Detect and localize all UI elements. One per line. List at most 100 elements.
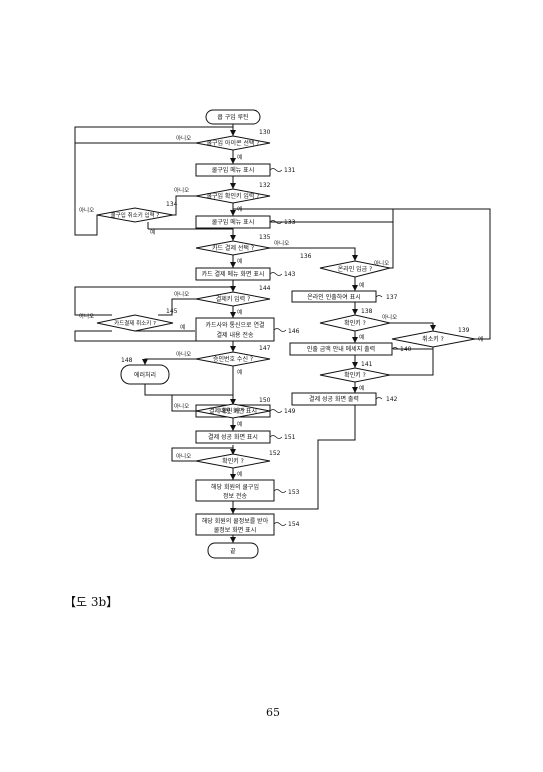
process-143-text: 카드 결제 메뉴 화면 표시 [202,270,265,278]
decision-132 [195,188,271,204]
label-no-136: 아니오 [374,259,389,267]
figure-label: 【도 3b】 [64,595,119,609]
ref-152: 152 [269,450,281,457]
label-yes-152: 예 [237,470,242,478]
label-no-150: 아니오 [174,402,189,410]
ref-138: 138 [361,308,373,315]
ref-132: 132 [259,182,271,189]
decision-138 [319,314,391,332]
label-no-147: 아니오 [176,350,191,358]
decision-134-text: 쿨구입 취소키 입력 ? [111,211,160,219]
end-text: 끝 [230,548,236,555]
label-no-152: 아니오 [176,452,191,460]
decision-139 [391,330,476,348]
decision-145-text: 카드결제 취소키 ? [114,319,156,327]
process-140-text: 인출 금액 안내 메세지 출력 [307,345,375,353]
ref-141: 141 [361,361,373,368]
decision-136-text: 온라인 입금 ? [338,265,373,273]
process-146-text-2: 결제 내용 전송 [217,331,254,339]
ref-139: 139 [458,327,470,334]
decision-135 [195,240,271,256]
process-131-text: 쿨구입 메뉴 표시 [212,166,254,174]
decision-141-text: 확인키 ? [344,371,366,379]
process-154-text-2: 쿨정보 화면 표시 [214,526,256,534]
decision-132-text: 쿨구입 확인키 입력 ? [206,192,259,200]
ref-149: 149 [284,408,296,415]
decision-134 [96,207,174,223]
label-yes-136: 예 [359,281,364,289]
label-yes-130: 예 [237,153,242,161]
label-yes-150: 예 [237,420,242,428]
decision-147-text: 승인번호 수신 ? [213,355,253,363]
label-no-145: 아니오 [79,312,94,320]
ref-140: 140 [400,346,412,353]
process-146 [195,317,275,342]
ref-137: 137 [386,294,398,301]
decision-130 [195,135,271,151]
decision-136 [319,260,391,278]
ref-135: 135 [259,234,271,241]
process-146-text-1: 카드사와 통신으로 연결 [205,321,264,329]
ref-143: 143 [284,271,296,278]
process-153-text-2: 정보 전송 [223,492,247,500]
decision-138-text: 확인키 ? [344,319,366,327]
decision-152 [195,453,271,469]
process-137 [291,290,377,303]
process-153-text-1: 해당 회원의 쿨구입 [211,483,259,491]
label-yes-147: 예 [237,368,242,376]
label-no-144: 아니오 [174,290,189,298]
process-154 [195,513,275,536]
end-terminal [207,542,259,559]
decision-147 [195,351,271,367]
label-no-132: 아니오 [174,186,189,194]
label-yes-144: 예 [237,308,242,316]
decision-145 [96,314,174,332]
ref-142: 142 [386,396,398,403]
page-number: 65 [266,706,280,719]
ref-151: 151 [284,434,296,441]
decision-144-text: 결제키 입력 ? [216,295,251,303]
process-149-text: 결제내용 화면 표시 [209,407,257,415]
process-133-text: 쿨구입 메뉴 표시 [212,218,254,226]
label-yes-145: 예 [180,323,185,331]
ref-150: 150 [259,397,271,404]
ref-136: 136 [300,253,312,260]
decision-130-text: 쿨구입 아이콘 선택 ? [206,139,259,147]
process-148 [120,364,170,385]
label-no-138: 아니오 [382,313,397,321]
ref-130: 130 [259,129,271,136]
process-151-text: 결제 성공 화면 표시 [208,433,258,441]
decision-139-text: 취소키 ? [422,335,444,343]
decision-135-text: 카드 결제 선택 ? [212,244,254,252]
process-148-text: 에러처리 [134,371,156,379]
start-terminal [205,109,261,125]
ref-154: 154 [288,521,300,528]
ref-146: 146 [288,328,300,335]
process-153 [195,479,275,502]
ref-153: 153 [288,489,300,496]
label-yes-132: 예 [237,205,242,213]
label-no-134: 아니오 [79,206,94,214]
ref-145: 145 [166,308,178,315]
label-yes-135: 예 [237,257,242,265]
ref-133: 133 [284,219,296,226]
ref-148: 148 [121,357,133,364]
process-137-text: 온라인 인출하여 표시 [307,293,361,301]
start-text: 쿱 구입 루틴 [217,113,248,121]
process-142-text: 결제 성공 화면 출력 [309,395,359,403]
label-yes-139: 예 [478,335,483,343]
label-no-130: 아니오 [176,134,191,142]
decision-152-text: 확인키 ? [222,457,244,465]
decision-141 [319,367,391,383]
ref-131: 131 [284,167,296,174]
decision-150-text: 확인 키 ? [221,407,245,415]
decision-144 [195,291,271,307]
label-yes-134: 예 [150,228,155,236]
ref-147: 147 [259,345,271,352]
label-yes-138: 예 [359,333,364,341]
ref-134: 134 [166,201,178,208]
label-yes-141: 예 [359,384,364,392]
ref-144: 144 [259,285,271,292]
